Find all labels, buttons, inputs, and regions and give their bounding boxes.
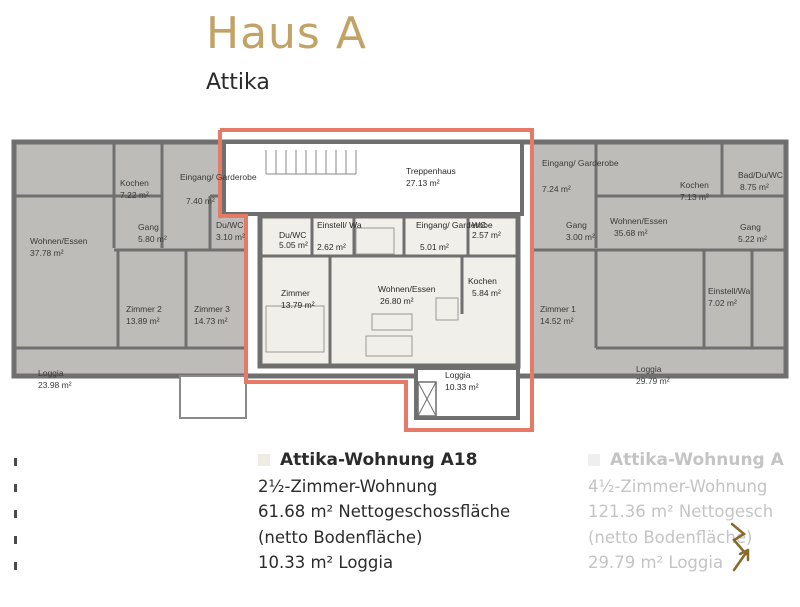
floor-subtitle: Attika [206, 70, 270, 95]
unit-rooms: 2½-Zimmer-Wohnung [258, 476, 438, 496]
room-label: Du/WC [216, 220, 243, 230]
room-label: Zimmer 2 [126, 304, 162, 314]
cropped-text-fragment [14, 510, 17, 518]
selected-unit-highlight [218, 128, 534, 432]
room-area: 7.22 m² [120, 190, 149, 200]
room-label: Zimmer 1 [540, 304, 576, 314]
room-label: Zimmer 3 [194, 304, 230, 314]
left-unit-area [14, 142, 246, 374]
room-label: Zimmer [281, 288, 310, 298]
room-area: 7.13 m² [680, 192, 709, 202]
color-swatch [258, 454, 270, 466]
room-area: 26.80 m² [380, 296, 414, 306]
room-label: Loggia [445, 370, 471, 380]
cropped-text-fragment [14, 562, 17, 570]
unit-loggia: 10.33 m² Loggia [258, 553, 394, 572]
room-area: 27.13 m² [406, 178, 440, 188]
cursor-icon [730, 522, 750, 572]
room-area: 13.89 m² [126, 316, 160, 326]
cropped-text-fragment [14, 458, 17, 466]
room-area: 5.22 m² [738, 234, 767, 244]
room-area: 14.73 m² [194, 316, 228, 326]
room-label: Kochen [120, 178, 149, 188]
room-label: Gang [740, 222, 761, 232]
room-label: Eingang/ Garderobe [542, 158, 619, 168]
room-label: Kochen [680, 180, 709, 190]
room-area: 10.33 m² [445, 382, 479, 392]
room-area: 5.84 m² [472, 288, 501, 298]
room-label: Loggia [38, 368, 64, 378]
room-label: Gang [566, 220, 587, 230]
room-area: 13.79 m² [281, 300, 315, 310]
right-unit-area [532, 142, 786, 374]
room-area: 7.40 m² [186, 196, 215, 206]
color-swatch [588, 454, 600, 466]
room-area: 2.62 m² [317, 242, 346, 252]
room-area: 14.52 m² [540, 316, 574, 326]
room-label: Du/WC [279, 230, 306, 240]
room-area: 5.05 m² [279, 240, 308, 250]
room-area: 3.00 m² [566, 232, 595, 242]
room-label: Einstell/Wa [708, 286, 750, 296]
unit-area: 121.36 m² Nettogesch [588, 502, 774, 521]
cropped-text-fragment [14, 484, 17, 492]
cropped-text-fragment [14, 536, 17, 544]
unit-info-a18: Attika-Wohnung A18 2½-Zimmer-Wohnung 61.… [258, 448, 510, 576]
unit-rooms: 4½-Zimmer-Wohnung [588, 476, 768, 496]
room-label: Kochen [468, 276, 497, 286]
room-area: 2.57 m² [472, 230, 501, 240]
selected-unit-floor [257, 213, 521, 369]
room-label: Eingang/ Garderobe [416, 220, 493, 230]
room-area: 3.10 m² [216, 232, 245, 242]
unit-name: Attika-Wohnung A18 [280, 450, 478, 470]
room-label: Treppenhaus [406, 166, 456, 176]
room-area: 8.75 m² [740, 182, 769, 192]
treppenhaus-room [222, 140, 524, 216]
room-label: Gang [138, 222, 159, 232]
floor-plan: Treppenhaus 27.13 m² Du/WC 5.05 m² Einst… [11, 128, 789, 432]
room-label: Bad/Du/WC [738, 170, 783, 180]
room-label: Wohnen/Essen [378, 284, 436, 294]
room-label: Wohnen/Essen [30, 236, 88, 246]
unit-name: Attika-Wohnung A [610, 450, 784, 470]
room-area: 5.01 m² [420, 242, 449, 252]
room-area: 7.02 m² [708, 298, 737, 308]
room-label: WC [472, 220, 486, 230]
unit-info-neighbor: Attika-Wohnung A 4½-Zimmer-Wohnung 121.3… [588, 448, 800, 576]
room-label: Eingang/ Garderobe [180, 172, 257, 182]
room-area: 5.80 m² [138, 234, 167, 244]
room-area: 37.78 m² [30, 248, 64, 258]
room-area: 35.68 m² [614, 228, 648, 238]
unit-area-note: (netto Bodenfläche) [588, 527, 753, 547]
room-label: Einstell/ Wa [317, 220, 362, 230]
page-title: Haus A [206, 8, 367, 59]
unit-area-note: (netto Bodenfläche) [258, 527, 423, 547]
unit-loggia: 29.79 m² Loggia [588, 553, 724, 572]
room-area: 7.24 m² [542, 184, 571, 194]
room-label: Loggia [636, 364, 662, 374]
room-area: 29.79 m² [636, 376, 670, 386]
room-label: Wohnen/Essen [610, 216, 668, 226]
unit-area: 61.68 m² Nettogeschossfläche [258, 502, 511, 521]
room-area: 23.98 m² [38, 380, 72, 390]
